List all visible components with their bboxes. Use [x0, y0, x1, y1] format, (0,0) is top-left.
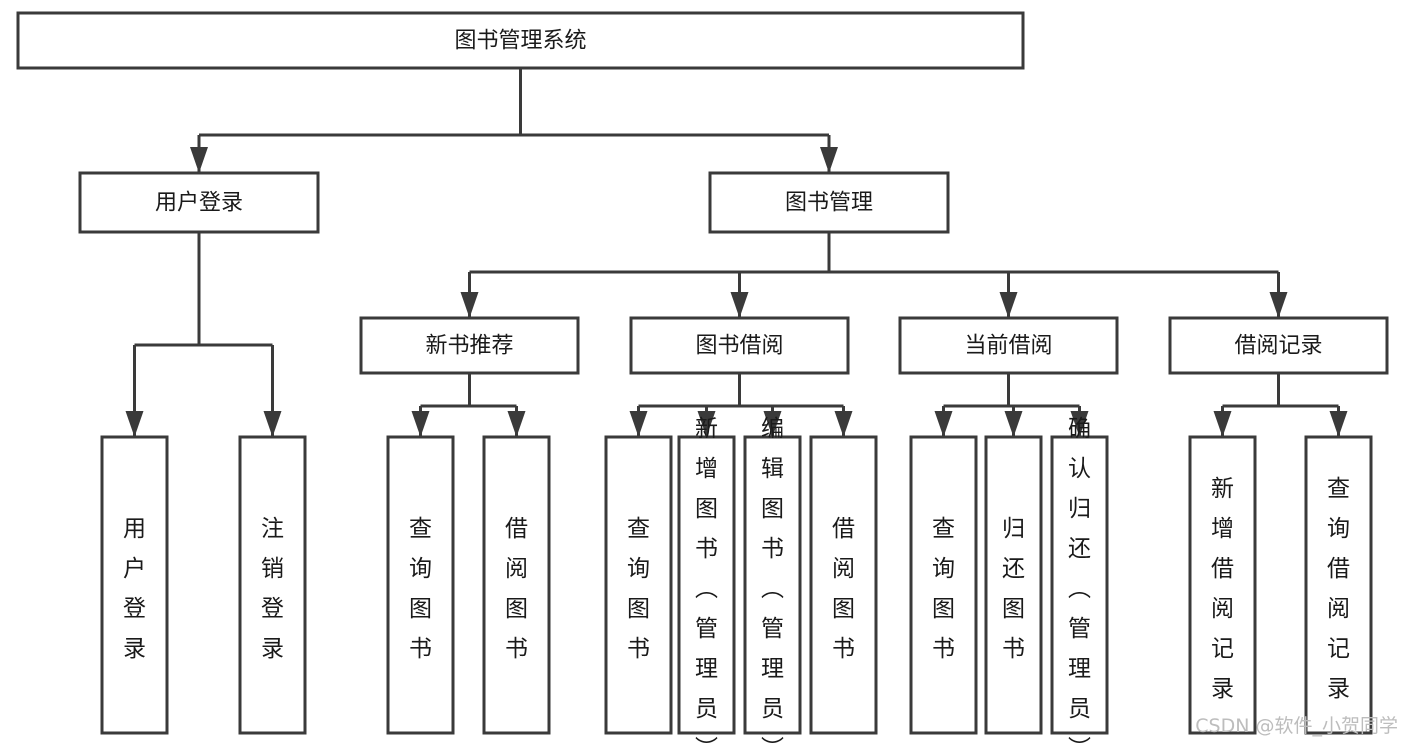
node-current-borrow[interactable]: 当前借阅 — [898, 316, 1119, 375]
node-box-root[interactable] — [16, 11, 1025, 70]
arrow-head-icon-new-book-recommend-1 — [507, 411, 526, 437]
node-leaf-user-login[interactable]: 用户登录 — [100, 435, 169, 735]
arrow-head-icon-book-manage-0 — [460, 292, 479, 318]
arrow-head-icon-borrow-record-0 — [1213, 411, 1232, 437]
node-user-login[interactable]: 用户登录 — [78, 171, 320, 234]
node-label-book-borrow: 图书借阅 — [695, 334, 783, 359]
node-book-manage[interactable]: 图书管理 — [708, 171, 950, 234]
arrow-head-icon-book-manage-1 — [730, 292, 749, 318]
node-box-leaf-confirm-return[interactable] — [1050, 435, 1109, 735]
node-box-leaf-query-book-1[interactable] — [386, 435, 455, 735]
arrow-head-icon-book-manage-3 — [1269, 292, 1288, 318]
node-label-root: 图书管理系统 — [454, 29, 586, 54]
node-label-leaf-return-book: 归还图书 — [1002, 516, 1025, 662]
arrow-head-icon-current-borrow-0 — [934, 411, 953, 437]
node-box-leaf-query-book-3[interactable] — [909, 435, 978, 735]
node-label-leaf-query-book-1: 查询图书 — [409, 516, 432, 662]
node-label-book-manage: 图书管理 — [785, 191, 873, 216]
node-label-leaf-query-book-3: 查询图书 — [932, 516, 955, 662]
node-label-borrow-record: 借阅记录 — [1234, 334, 1322, 359]
node-borrow-record[interactable]: 借阅记录 — [1168, 316, 1389, 375]
arrow-head-icon-root-0 — [190, 147, 208, 173]
node-label-new-book-recommend: 新书推荐 — [425, 334, 513, 359]
node-box-leaf-add-record[interactable] — [1188, 435, 1257, 735]
connector-layer — [125, 68, 1348, 437]
arrow-head-icon-book-manage-2 — [999, 292, 1018, 318]
node-leaf-query-book-1[interactable]: 查询图书 — [386, 435, 455, 735]
node-box-leaf-borrow-book-2[interactable] — [809, 435, 878, 735]
arrow-head-icon-borrow-record-1 — [1329, 411, 1348, 437]
node-leaf-add-record[interactable]: 新增借阅记录 — [1188, 435, 1257, 735]
arrow-head-icon-book-borrow-2 — [763, 411, 782, 437]
node-leaf-logout-login[interactable]: 注销登录 — [238, 435, 307, 735]
node-box-borrow-record[interactable] — [1168, 316, 1389, 375]
node-box-leaf-user-login[interactable] — [100, 435, 169, 735]
node-leaf-borrow-book-2[interactable]: 借阅图书 — [809, 435, 878, 735]
arrow-head-icon-book-borrow-1 — [697, 411, 716, 437]
arrow-head-icon-user-login-0 — [125, 411, 144, 437]
node-box-leaf-query-book-2[interactable] — [604, 435, 673, 735]
node-label-leaf-add-book: 新增图书︵管理员︶ — [695, 416, 718, 747]
node-leaf-query-record[interactable]: 查询借阅记录 — [1304, 435, 1373, 735]
node-box-leaf-return-book[interactable] — [984, 435, 1043, 735]
node-leaf-borrow-book-1[interactable]: 借阅图书 — [482, 435, 551, 735]
node-label-leaf-query-book-2: 查询图书 — [627, 516, 650, 662]
node-box-leaf-edit-book[interactable] — [743, 435, 802, 735]
node-leaf-add-book[interactable]: 新增图书︵管理员︶ — [677, 416, 736, 747]
arrow-head-icon-new-book-recommend-0 — [411, 411, 430, 437]
node-label-leaf-user-login: 用户登录 — [123, 516, 146, 662]
node-box-leaf-borrow-book-1[interactable] — [482, 435, 551, 735]
node-box-leaf-logout-login[interactable] — [238, 435, 307, 735]
node-label-leaf-confirm-return: 确认归还︵管理员︶ — [1068, 416, 1091, 747]
node-label-current-borrow: 当前借阅 — [964, 334, 1052, 359]
node-leaf-query-book-2[interactable]: 查询图书 — [604, 435, 673, 735]
csdn-watermark: CSDN @软件_小贺同学 — [1195, 715, 1398, 737]
node-box-book-manage[interactable] — [708, 171, 950, 234]
arrow-head-icon-current-borrow-1 — [1004, 411, 1023, 437]
node-leaf-query-book-3[interactable]: 查询图书 — [909, 435, 978, 735]
node-box-current-borrow[interactable] — [898, 316, 1119, 375]
node-label-leaf-query-record: 查询借阅记录 — [1327, 476, 1350, 702]
node-box-leaf-add-book[interactable] — [677, 435, 736, 735]
node-leaf-edit-book[interactable]: 编辑图书︵管理员︶ — [743, 416, 802, 747]
node-label-leaf-borrow-book-1: 借阅图书 — [505, 516, 528, 662]
node-box-book-borrow[interactable] — [629, 316, 850, 375]
node-leaf-return-book[interactable]: 归还图书 — [984, 435, 1043, 735]
node-leaf-confirm-return[interactable]: 确认归还︵管理员︶ — [1050, 416, 1109, 747]
arrow-head-icon-book-borrow-3 — [834, 411, 853, 437]
node-box-user-login[interactable] — [78, 171, 320, 234]
node-box-leaf-query-record[interactable] — [1304, 435, 1373, 735]
node-label-leaf-logout-login: 注销登录 — [261, 516, 284, 662]
node-book-borrow[interactable]: 图书借阅 — [629, 316, 850, 375]
arrow-head-icon-root-1 — [820, 147, 838, 173]
arrow-head-icon-current-borrow-2 — [1070, 411, 1089, 437]
node-label-leaf-add-record: 新增借阅记录 — [1211, 476, 1234, 702]
arrow-head-icon-user-login-1 — [263, 411, 282, 437]
arrow-head-icon-book-borrow-0 — [629, 411, 648, 437]
node-label-leaf-edit-book: 编辑图书︵管理员︶ — [761, 416, 784, 747]
node-label-leaf-borrow-book-2: 借阅图书 — [832, 516, 855, 662]
node-label-user-login: 用户登录 — [155, 191, 243, 216]
node-root[interactable]: 图书管理系统 — [16, 11, 1025, 70]
node-layer: 图书管理系统用户登录图书管理新书推荐图书借阅当前借阅借阅记录用户登录注销登录查询… — [16, 11, 1389, 747]
node-new-book-recommend[interactable]: 新书推荐 — [359, 316, 580, 375]
node-box-new-book-recommend[interactable] — [359, 316, 580, 375]
